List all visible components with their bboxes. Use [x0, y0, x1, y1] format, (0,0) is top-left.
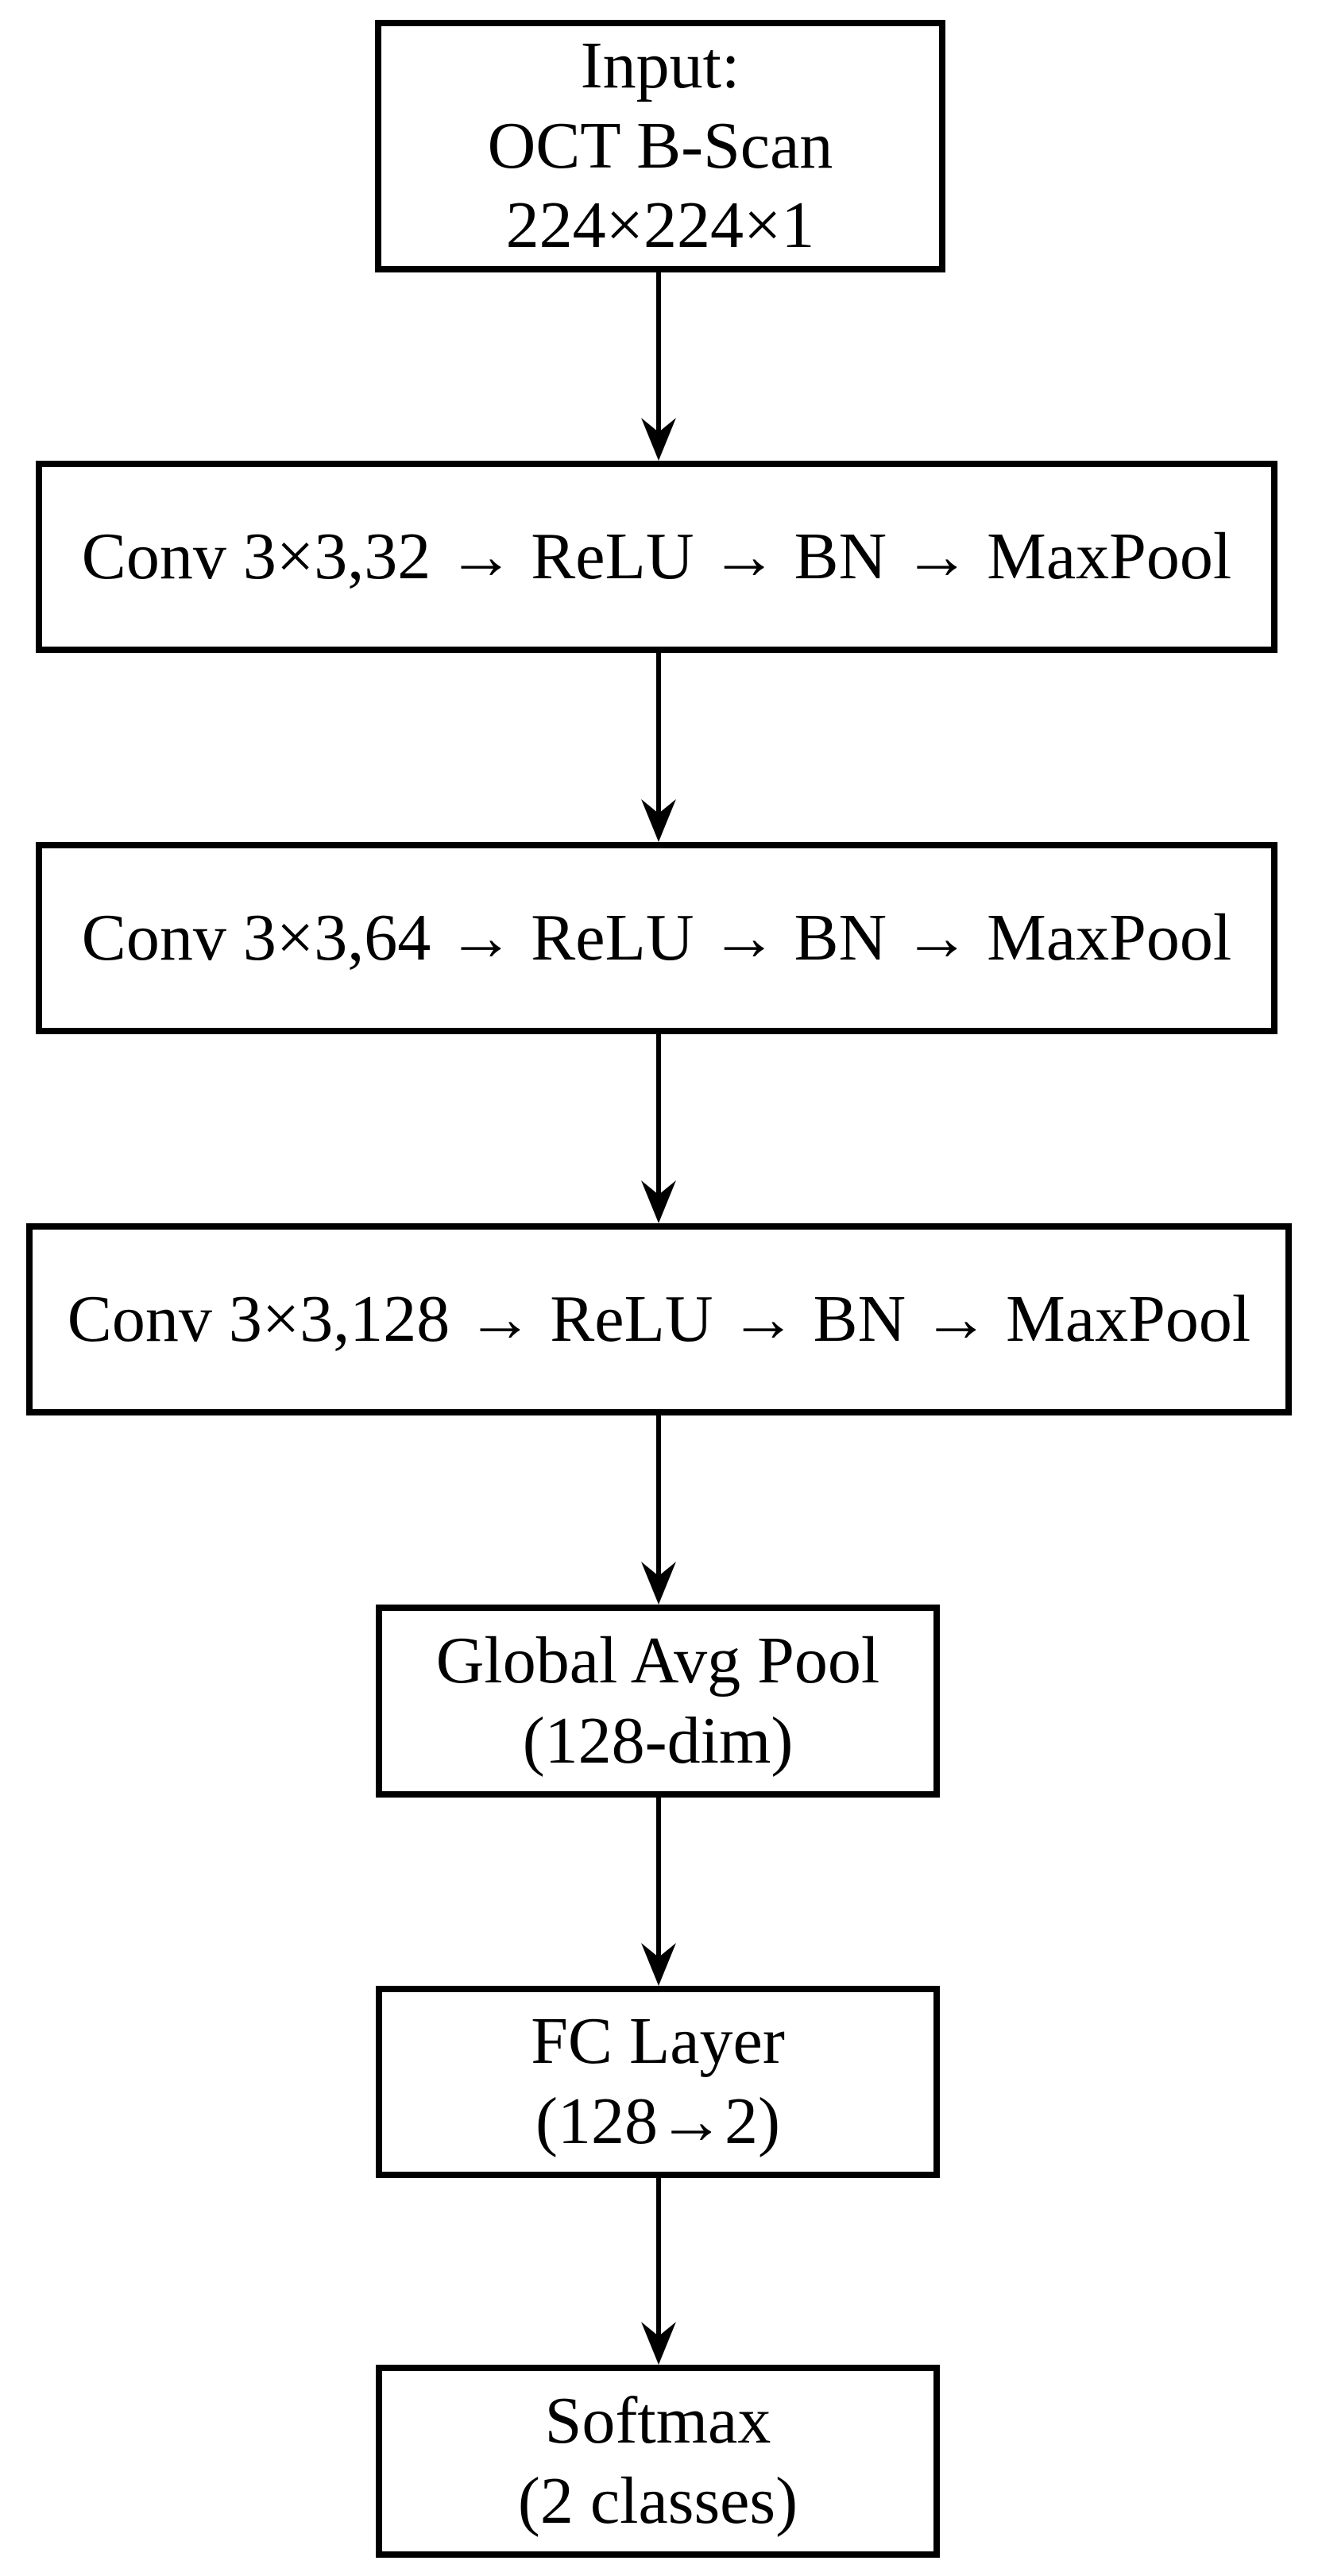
node-conv3-line-0: Conv 3×3,128 → ReLU → BN → MaxPool [67, 1281, 1251, 1356]
node-conv2: Conv 3×3,64 → ReLU → BN → MaxPool [36, 842, 1277, 1034]
node-fc-layer-line-1: (128→2) [535, 2084, 780, 2158]
arrow-shaft [656, 1415, 661, 1578]
node-input-line-0: Input: [580, 28, 740, 102]
arrow-global-avg-pool-to-fc-layer-icon [641, 1798, 676, 1986]
arrow-head [641, 799, 676, 842]
arrow-conv2-to-conv3-icon [641, 1034, 676, 1223]
arrow-fc-layer-to-softmax-icon [641, 2178, 676, 2365]
arrow-head [641, 1180, 676, 1223]
node-input-line-2: 224×224×1 [505, 188, 815, 263]
arrow-shaft [656, 1034, 661, 1196]
node-fc-layer: FC Layer (128→2) [376, 1986, 940, 2178]
node-global-avg-pool-line-1: (128-dim) [522, 1703, 794, 1778]
node-softmax: Softmax (2 classes) [376, 2365, 940, 2558]
arrow-shaft [656, 653, 661, 815]
arrow-input-to-conv1-icon [641, 272, 676, 461]
node-input: Input: OCT B-Scan 224×224×1 [375, 20, 945, 272]
node-conv1: Conv 3×3,32 → ReLU → BN → MaxPool [36, 461, 1277, 653]
node-global-avg-pool: Global Avg Pool (128-dim) [376, 1605, 940, 1798]
arrow-head [641, 418, 676, 461]
node-softmax-line-0: Softmax [544, 2383, 771, 2458]
node-conv3: Conv 3×3,128 → ReLU → BN → MaxPool [26, 1223, 1292, 1415]
arrow-shaft [656, 2178, 661, 2338]
arrow-head [641, 1943, 676, 1986]
node-softmax-line-1: (2 classes) [517, 2463, 798, 2538]
node-global-avg-pool-line-0: Global Avg Pool [435, 1623, 880, 1697]
arrow-conv1-to-conv2-icon [641, 653, 676, 842]
arrow-head [641, 2322, 676, 2365]
arrow-head [641, 1562, 676, 1605]
node-input-line-1: OCT B-Scan [487, 108, 833, 183]
arrow-shaft [656, 272, 661, 434]
arrow-conv3-to-global-avg-pool-icon [641, 1415, 676, 1605]
arrow-shaft [656, 1798, 661, 1959]
node-conv2-line-0: Conv 3×3,64 → ReLU → BN → MaxPool [81, 900, 1232, 975]
node-fc-layer-line-0: FC Layer [531, 2004, 785, 2079]
node-conv1-line-0: Conv 3×3,32 → ReLU → BN → MaxPool [81, 519, 1232, 593]
